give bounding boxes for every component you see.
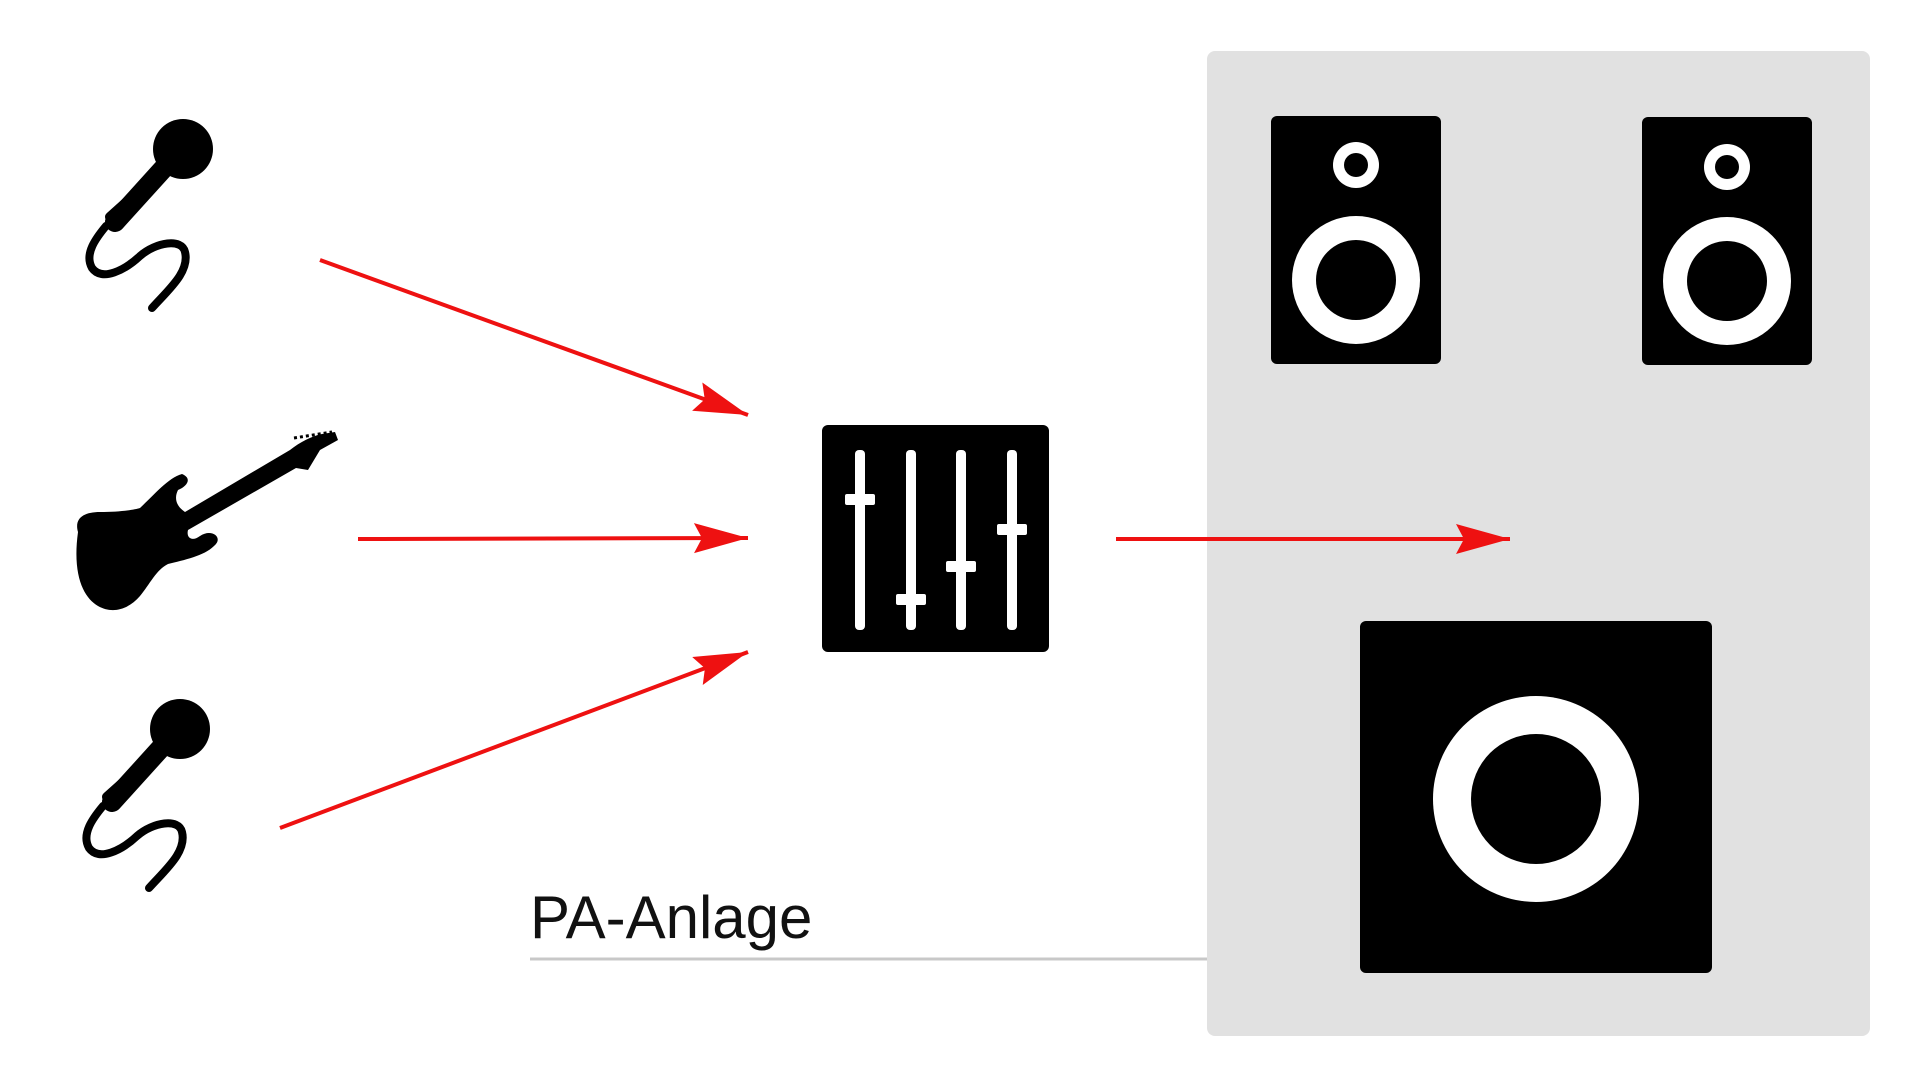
microphone-icon [85,119,213,312]
diagram-caption: PA-Anlage [530,884,812,951]
microphone-icon [82,699,210,892]
subwoofer-icon [1360,621,1712,973]
mixing-console-icon [822,425,1049,652]
arrow-guitar-to-mixer [357,523,749,554]
arrow-mic1-to-mixer [319,258,749,417]
electric-guitar-icon [76,430,339,611]
speaker-icon [1271,116,1441,364]
arrow-mic2-to-mixer [279,650,749,830]
speaker-icon [1642,117,1812,365]
